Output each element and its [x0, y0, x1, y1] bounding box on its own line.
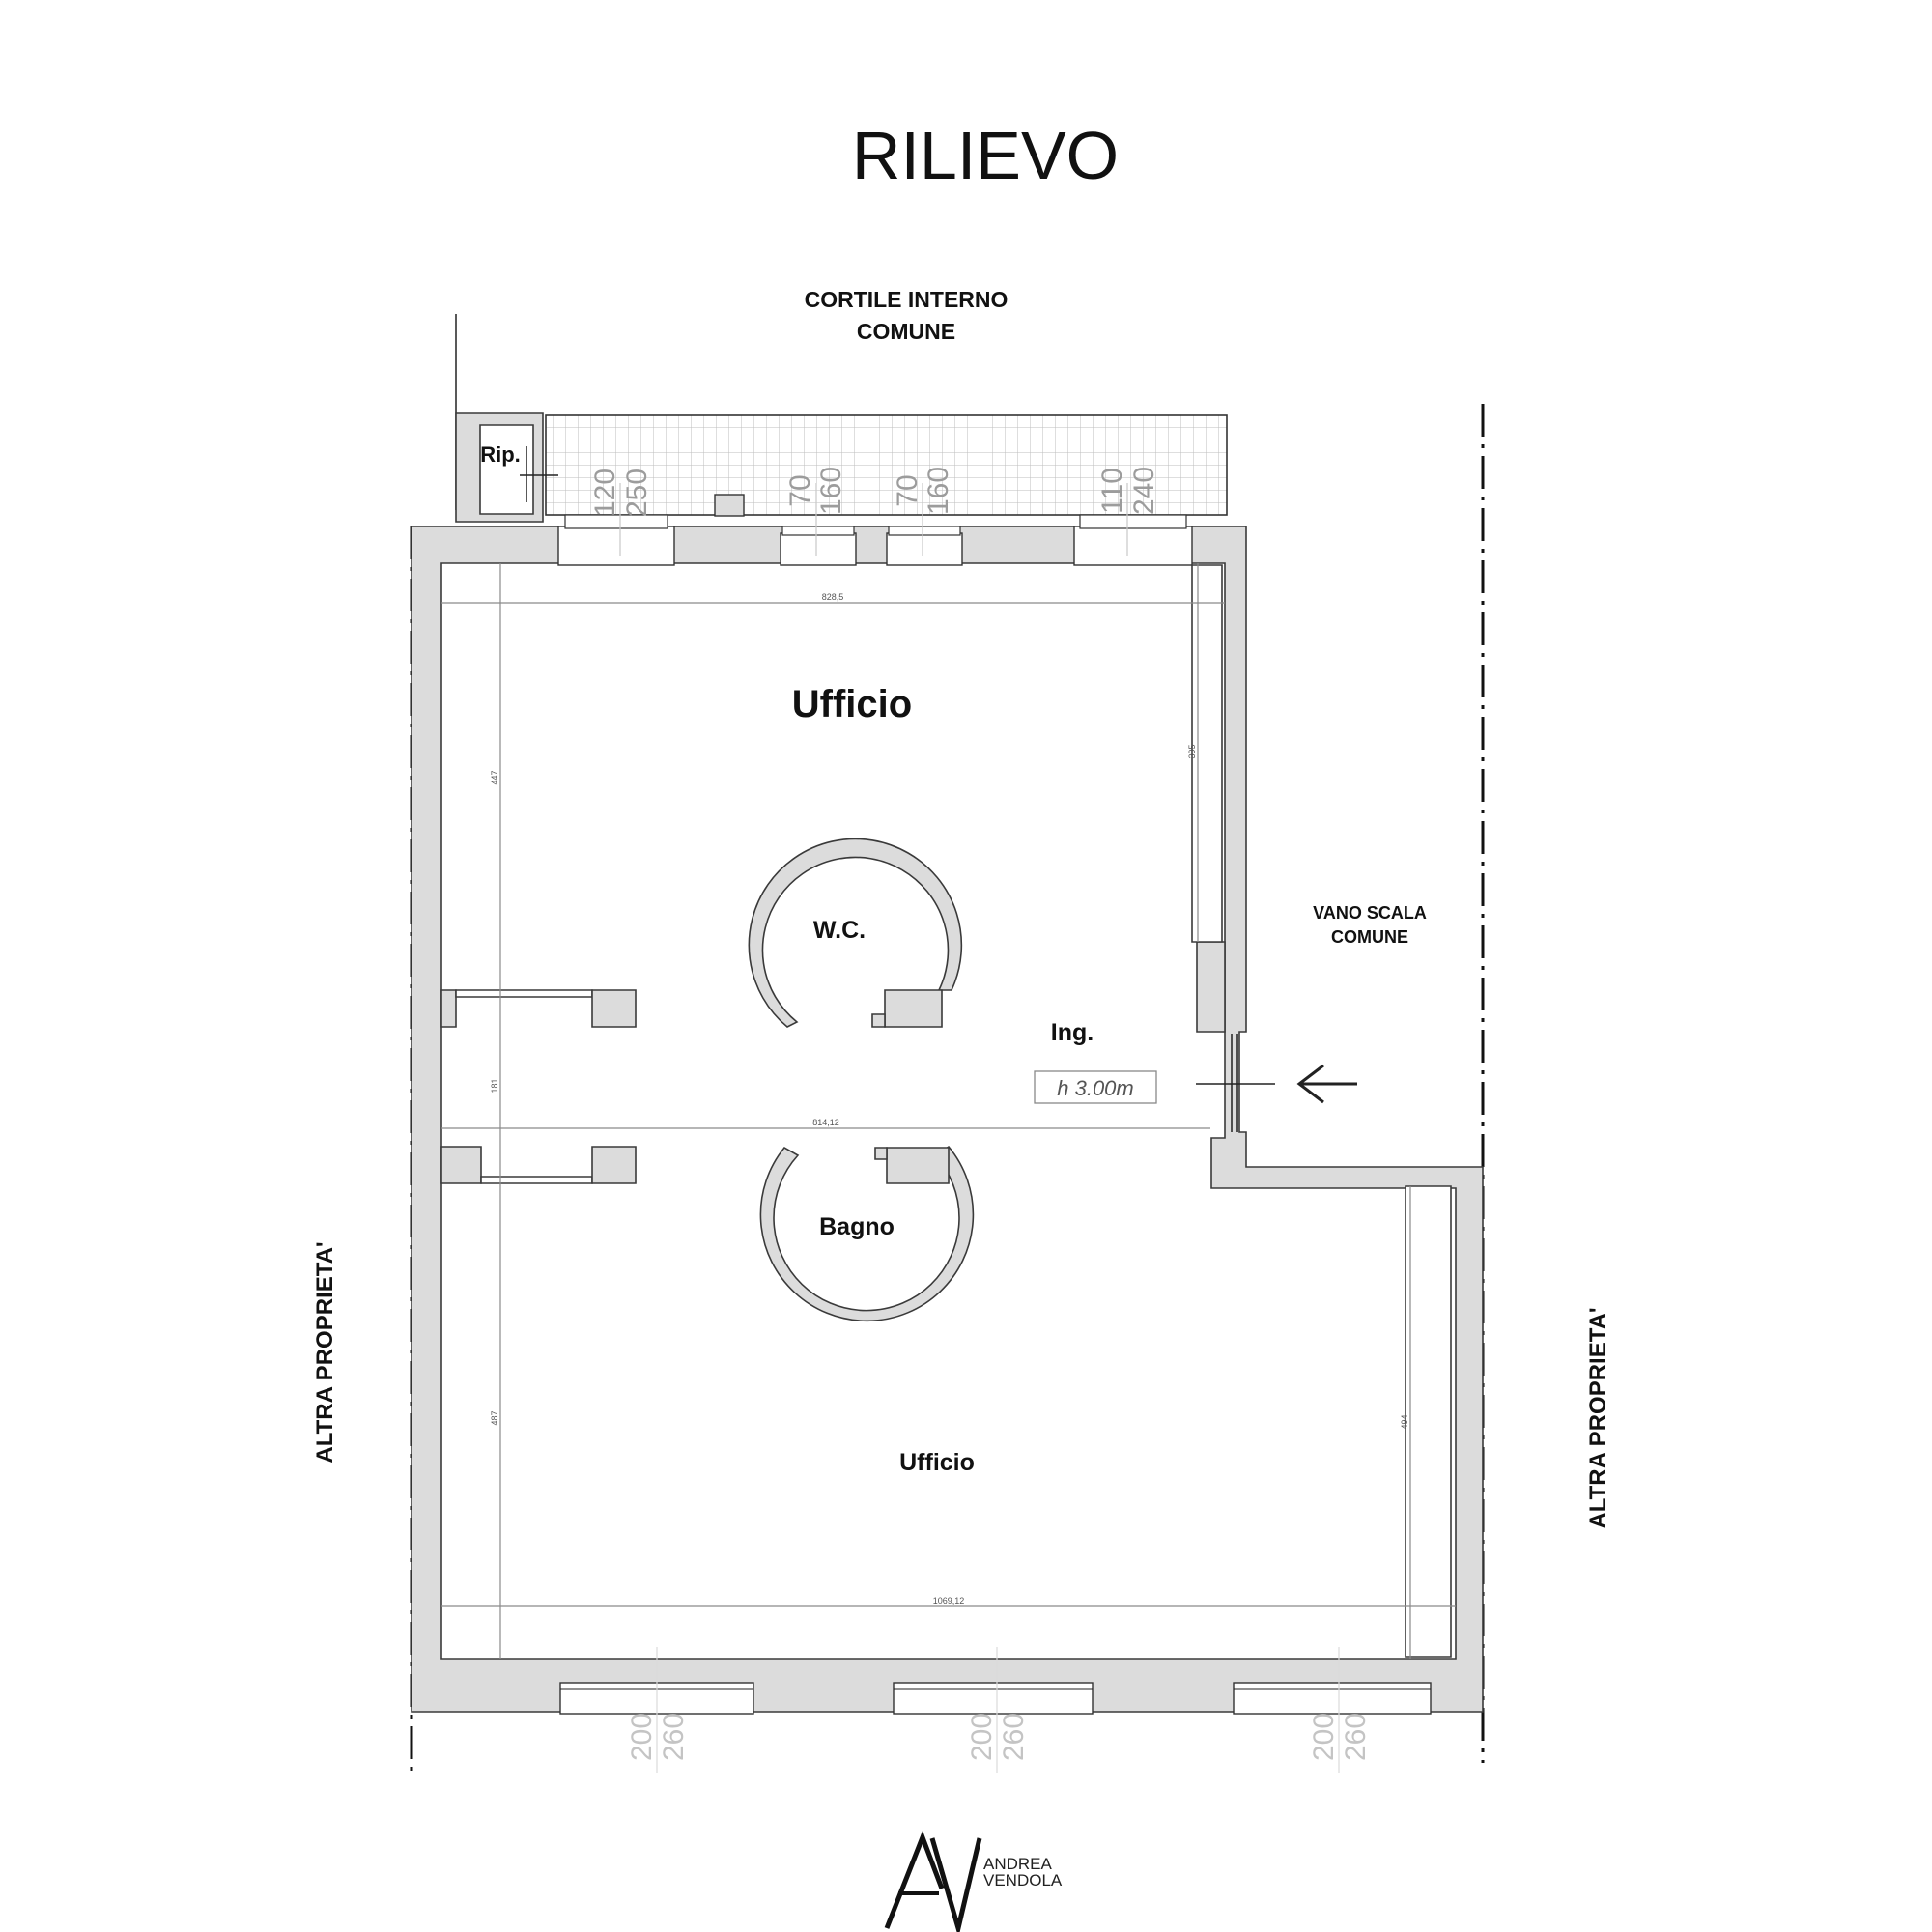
- dim-corridor-height: 181: [490, 1078, 499, 1093]
- storage-walls: [455, 412, 544, 523]
- terrace: [545, 414, 1228, 516]
- courtyard-label-line2: COMUNE: [857, 319, 955, 344]
- bathroom-wall-block: [886, 1147, 950, 1184]
- right-wall-pier: [1196, 941, 1226, 1033]
- bottom-windows: [559, 1682, 1432, 1715]
- logo-line2: VENDOLA: [983, 1871, 1063, 1889]
- dim-right-top-height: 395: [1187, 744, 1197, 758]
- dimension-lines: [441, 563, 1456, 1659]
- logo-line1: ANDREA: [983, 1855, 1053, 1873]
- exterior-walls: [411, 526, 1484, 1713]
- page-title: RILIEVO: [852, 118, 1119, 193]
- corridor-partitions: [440, 989, 637, 1184]
- window-5-a: 200: [626, 1713, 658, 1761]
- top-window-labels: 120 250 70 160 70 160 110 240: [589, 467, 1160, 556]
- dim-left-bottom-height: 487: [490, 1410, 499, 1425]
- window-4-b: 240: [1128, 467, 1160, 515]
- window-3-b: 160: [923, 467, 954, 515]
- storage-door: [520, 446, 558, 502]
- dim-left-top-height: 447: [490, 770, 499, 784]
- room-label-wc: W.C.: [813, 917, 866, 944]
- window-3-a: 70: [892, 474, 923, 506]
- dim-bottom-width: 1069,12: [933, 1596, 965, 1605]
- window-4-a: 110: [1096, 468, 1128, 514]
- right-property-label: ALTRA PROPRIETA': [1585, 1307, 1611, 1528]
- stairwell-label-line2: COMUNE: [1331, 927, 1408, 947]
- bottom-window-labels: 200 260 200 260 200 260: [626, 1647, 1372, 1773]
- window-2-a: 70: [784, 474, 816, 506]
- window-1-a: 120: [589, 469, 621, 517]
- entrance-door: [1196, 1034, 1275, 1132]
- window-6-b: 260: [998, 1713, 1030, 1761]
- courtyard-label-line1: CORTILE INTERNO: [805, 287, 1009, 312]
- stairwell-label-line1: VANO SCALA: [1313, 903, 1427, 923]
- room-label-entrance: Ing.: [1051, 1019, 1094, 1046]
- top-windows: [557, 494, 1193, 566]
- wc-wall-block: [884, 989, 943, 1028]
- dim-middle-width: 814,12: [812, 1118, 839, 1127]
- window-5-b: 260: [658, 1713, 690, 1761]
- right-lower-shelf-strip: [1405, 1185, 1452, 1658]
- bathroom-door-jamb: [874, 1147, 888, 1160]
- room-label-office-top: Ufficio: [792, 683, 912, 725]
- dim-top-width: 828,5: [822, 592, 844, 602]
- window-7-b: 260: [1340, 1713, 1372, 1761]
- studio-logo: ANDREA VENDOLA: [884, 1831, 1063, 1932]
- window-6-a: 200: [966, 1713, 998, 1761]
- storage-label: Rip.: [480, 442, 521, 467]
- ceiling-height-label: h 3.00m: [1057, 1076, 1134, 1100]
- dim-right-bottom-height: 494: [1400, 1414, 1409, 1429]
- room-label-office-bottom: Ufficio: [899, 1449, 975, 1476]
- wc-round-wall: [748, 838, 963, 1028]
- window-2-b: 160: [815, 467, 847, 515]
- ceiling-height-box: [1034, 1070, 1157, 1104]
- entrance-arrow: [1296, 1064, 1357, 1104]
- left-property-label: ALTRA PROPRIETA': [312, 1241, 338, 1463]
- window-1-b: 250: [621, 469, 653, 517]
- window-7-a: 200: [1308, 1713, 1340, 1761]
- wc-door-jamb: [871, 1013, 886, 1028]
- bathroom-round-wall: [759, 1145, 975, 1322]
- right-shelf-strip: [1191, 564, 1223, 943]
- room-label-bathroom: Bagno: [819, 1213, 895, 1240]
